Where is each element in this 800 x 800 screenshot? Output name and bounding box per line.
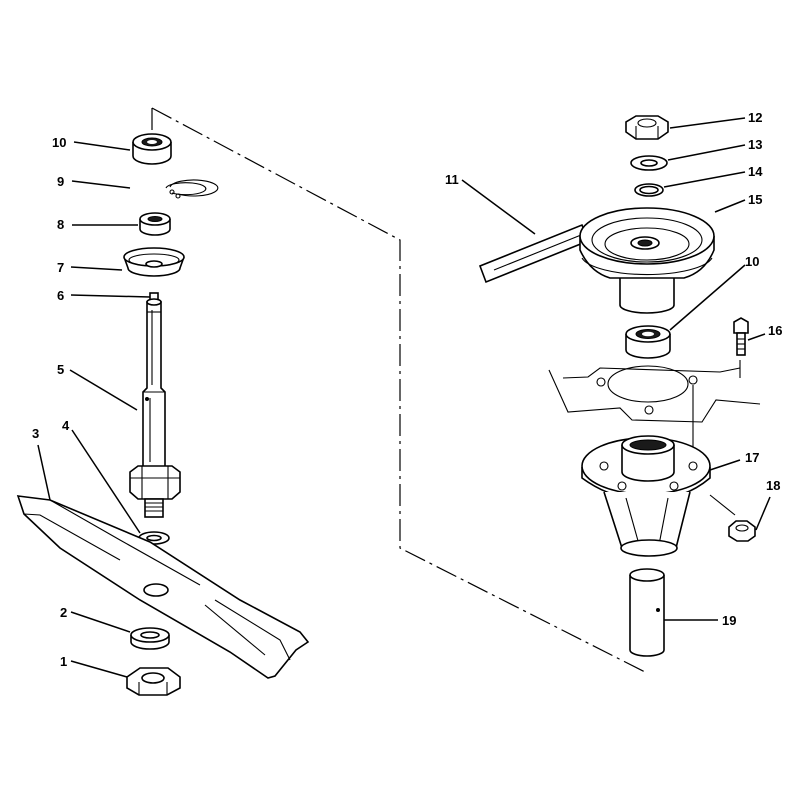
pulley-hex-nut [625,115,669,140]
callout-4: 4 [62,418,70,433]
callout-1: 1 [60,654,67,669]
callout-11: 11 [445,172,459,187]
callout-17: 17 [745,450,759,465]
spindle-housing [581,435,711,557]
cup-washer [123,247,185,277]
alignment-centerline [151,107,646,673]
housing-nut [709,494,756,542]
spacer-tube [629,568,665,657]
callout-14: 14 [748,164,763,179]
mower-blade [16,495,310,679]
callout-5: 5 [57,362,64,377]
callout-12: 12 [748,110,762,125]
callout-labels: 1 2 3 4 5 6 7 8 9 10 10 11 12 13 14 15 1… [32,110,782,669]
flat-washer [634,183,664,197]
mounting-bolt [733,317,749,356]
spindle-shaft [129,298,181,518]
lock-washer [630,155,668,171]
callout-13: 13 [748,137,762,152]
callout-16: 16 [768,323,782,338]
spindle-pulley [579,207,715,314]
callout-15: 15 [748,192,762,207]
callout-6: 6 [57,288,64,303]
callout-9: 9 [57,174,64,189]
leader-lines [37,117,771,678]
callout-2: 2 [60,605,67,620]
bearing-right [625,325,671,359]
bearing-left [132,133,172,165]
callout-10-right: 10 [745,254,759,269]
callout-10-left: 10 [52,135,66,150]
deck-plate [548,360,761,470]
callout-8: 8 [57,217,64,232]
callout-18: 18 [766,478,780,493]
snap-ring [165,179,219,199]
blade-bushing [130,627,170,650]
callout-19: 19 [722,613,736,628]
spacer [139,212,171,236]
callout-7: 7 [57,260,64,275]
callout-3: 3 [32,426,39,441]
blade-hex-nut [126,667,181,696]
